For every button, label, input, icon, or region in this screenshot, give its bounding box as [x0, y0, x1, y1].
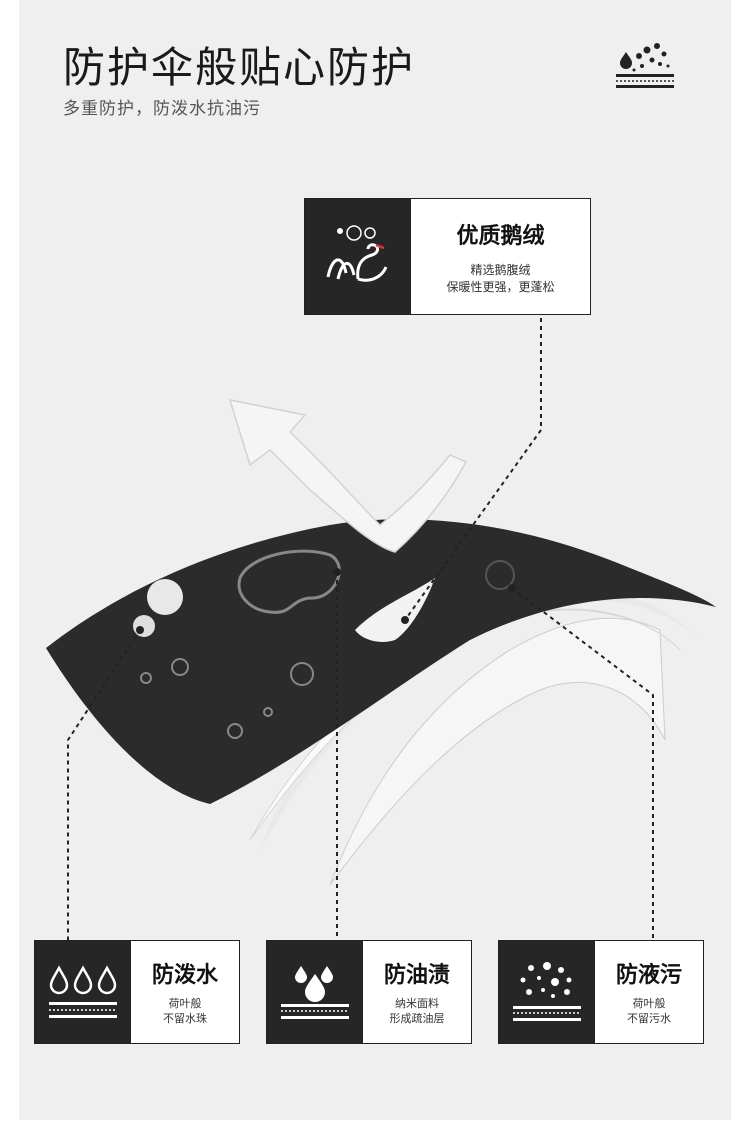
stain-mark — [485, 560, 515, 590]
leader-line-water — [67, 629, 141, 940]
card-description-line: 荷叶般 — [632, 997, 666, 1011]
stain-dots-icon — [499, 941, 595, 1043]
water-bead — [147, 579, 183, 615]
card-title: 防油渍 — [383, 963, 450, 989]
stain-resistant-card: 防液污 荷叶般 不留污水 — [498, 940, 704, 1044]
lining-layer — [329, 617, 666, 886]
outer-fabric — [46, 519, 716, 804]
card-description-line: 形成疏油层 — [389, 1012, 445, 1025]
card-title: 优质鹅绒 — [456, 224, 545, 250]
swan-icon — [305, 199, 411, 314]
card-description-line: 荷叶般 — [168, 997, 202, 1011]
card-text: 防液污 荷叶般 不留污水 — [595, 941, 703, 1043]
page-subtitle: 多重防护，防泼水抗油污 — [63, 99, 261, 119]
card-description-line: 纳米面料 — [395, 997, 439, 1011]
card-title: 防泼水 — [151, 963, 218, 989]
page-title: 防护伞般贴心防护 — [63, 43, 416, 92]
card-text: 防油渍 纳米面料 形成疏油层 — [363, 941, 471, 1043]
feather-mark — [355, 578, 435, 642]
oil-drops-icon — [267, 941, 363, 1043]
card-text: 防泼水 荷叶般 不留水珠 — [131, 941, 239, 1043]
water-drop — [290, 662, 314, 686]
water-drop — [171, 658, 189, 676]
water-repellent-card: 防泼水 荷叶般 不留水珠 — [34, 940, 240, 1044]
leader-line-down — [404, 318, 542, 621]
water-droplets-on-fabric-icon — [616, 43, 674, 88]
leader-line-stain — [511, 587, 654, 940]
card-title: 防液污 — [615, 963, 682, 989]
card-description-line: 不留污水 — [627, 1012, 671, 1025]
water-drop — [227, 723, 243, 739]
card-description-line: 不留水珠 — [163, 1012, 207, 1025]
oil-resistant-card: 防油渍 纳米面料 形成疏油层 — [266, 940, 472, 1044]
down-quality-card: 优质鹅绒 精选鹅腹绒 保暖性更强，更蓬松 — [304, 198, 591, 315]
card-description-line: 精选鹅腹绒 — [470, 263, 531, 278]
card-description-line: 保暖性更强，更蓬松 — [446, 279, 555, 294]
water-drop — [140, 672, 152, 684]
water-drop — [237, 549, 341, 614]
water-drops-icon — [35, 941, 131, 1043]
water-drop — [263, 707, 273, 717]
water-bead — [133, 615, 155, 637]
down-quality-text: 优质鹅绒 精选鹅腹绒 保暖性更强，更蓬松 — [411, 199, 590, 314]
breathable-arrow — [228, 399, 468, 553]
